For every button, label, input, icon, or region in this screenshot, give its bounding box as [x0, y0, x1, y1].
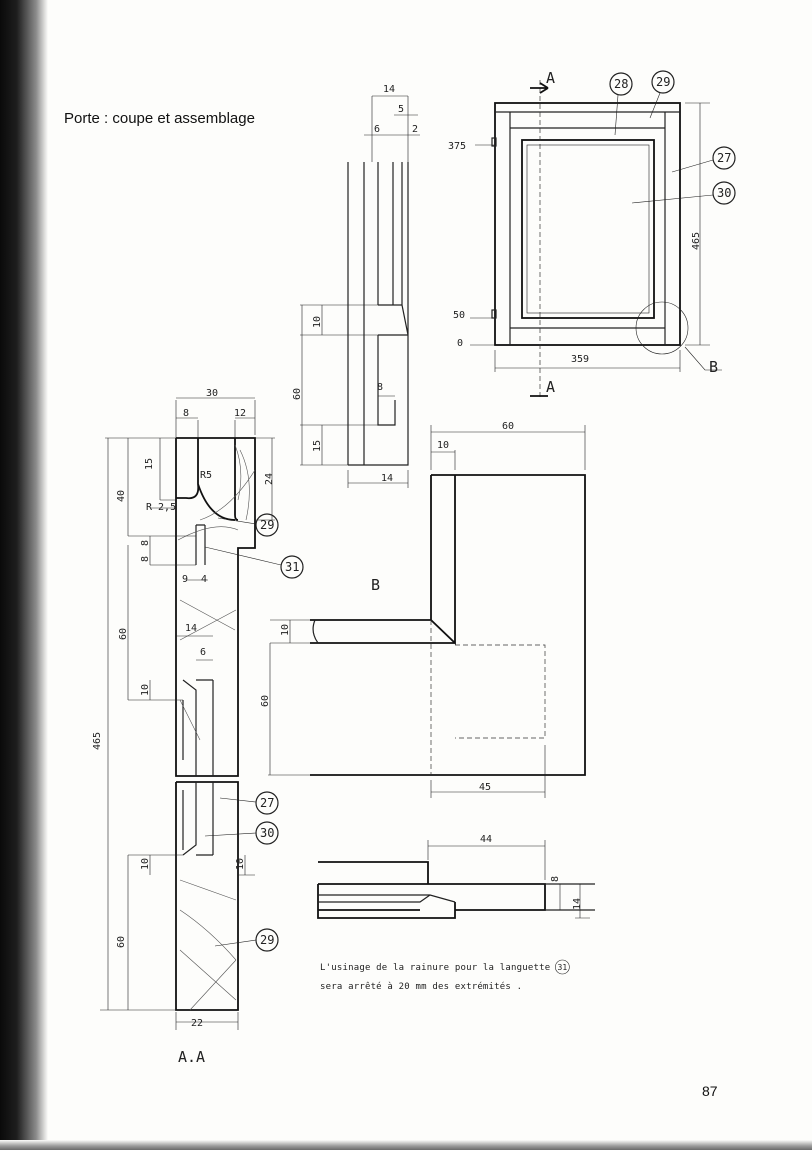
dim-label: 30 — [206, 388, 218, 399]
dim-label: 15 — [144, 458, 155, 470]
dim-label: 8 — [140, 556, 151, 562]
front-elevation: A A B 375 50 0 359 465 28 29 27 30 — [448, 69, 736, 400]
svg-text:28: 28 — [614, 77, 628, 91]
callout-30: 30 — [631, 181, 736, 205]
dim-label: 60 — [292, 388, 303, 400]
callout-31: 31 — [204, 546, 304, 579]
section-mark-a-bottom: A — [546, 378, 555, 396]
svg-text:29: 29 — [656, 75, 670, 89]
dim-label: 60 — [116, 936, 127, 948]
dim-label: 10 — [140, 684, 151, 696]
dim-label: 465 — [92, 732, 103, 750]
machining-note-line-1: L'usinage de la rainure pour la languett… — [320, 963, 550, 973]
dim-label: 60 — [502, 421, 514, 432]
dim-label: 2 — [412, 124, 418, 135]
dim-label: 6 — [374, 124, 380, 135]
note-callout-31: 31 — [555, 959, 570, 975]
svg-text:31: 31 — [558, 963, 568, 972]
scan-binding-shadow — [0, 0, 48, 1150]
dim-label: R 2,5 — [146, 502, 176, 513]
svg-text:27: 27 — [717, 151, 731, 165]
svg-text:30: 30 — [717, 186, 731, 200]
dim-label: 359 — [571, 354, 589, 365]
detail-label: B — [371, 576, 380, 594]
callout-29: 29 — [217, 513, 279, 537]
callout-30: 30 — [204, 821, 279, 845]
callout-29: 29 — [649, 70, 675, 119]
dim-label: 10 — [437, 440, 449, 451]
svg-text:30: 30 — [260, 826, 274, 840]
page-title: Porte : coupe et assemblage — [64, 110, 255, 127]
dim-label: 14 — [381, 473, 393, 484]
dim-label: 10 — [235, 858, 246, 870]
dim-label: 60 — [118, 628, 129, 640]
scan-bottom-edge — [0, 1140, 812, 1150]
dim-label: 22 — [191, 1018, 203, 1029]
callout-28: 28 — [609, 72, 633, 136]
dim-label: 8 — [140, 540, 151, 546]
callout-27: 27 — [219, 791, 279, 815]
dim-label: R5 — [200, 470, 212, 481]
section-label: A.A — [178, 1048, 205, 1066]
dim-label: 465 — [691, 232, 702, 250]
dim-label: 60 — [260, 695, 271, 707]
dim-label: 10 — [312, 316, 323, 328]
dim-label: 8 — [377, 382, 383, 393]
tongue-detail: 44 8 14 L'usinage de la rainure pour la … — [317, 834, 595, 992]
dim-label: 50 — [453, 310, 465, 321]
dim-label: 24 — [264, 473, 275, 485]
section-mark-a-top: A — [546, 69, 555, 87]
svg-text:31: 31 — [285, 560, 299, 574]
section-a-a: 30 8 12 15 R5 R 2,5 24 40 8 8 9 4 14 6 6… — [92, 388, 304, 1066]
machining-note-line-2: sera arrêté à 20 mm des extrémités . — [320, 981, 522, 992]
svg-text:27: 27 — [260, 796, 274, 810]
callout-29: 29 — [214, 928, 279, 952]
detail-mark-b: B — [709, 358, 718, 376]
dim-label: 40 — [116, 490, 127, 502]
dim-label: 44 — [480, 834, 492, 845]
dim-label: 10 — [140, 858, 151, 870]
dim-label: 375 — [448, 141, 466, 152]
dim-label: 14 — [383, 84, 395, 95]
dim-label: 14 — [185, 623, 197, 634]
dim-label: 8 — [550, 876, 561, 882]
dim-label: 6 — [200, 647, 206, 658]
dim-label: 12 — [234, 408, 246, 419]
dim-label: 0 — [457, 338, 463, 349]
page-number: 87 — [702, 1083, 718, 1099]
dim-label: 14 — [572, 898, 583, 910]
detail-b: B 60 10 10 60 45 — [260, 421, 586, 798]
callout-27: 27 — [671, 146, 736, 173]
dim-label: 8 — [183, 408, 189, 419]
svg-text:29: 29 — [260, 933, 274, 947]
dim-label: 4 — [201, 574, 207, 585]
profile-view: 14 5 6 2 10 60 8 15 14 — [292, 84, 420, 488]
svg-text:29: 29 — [260, 518, 274, 532]
dim-label: 10 — [280, 624, 291, 636]
dim-label: 5 — [398, 104, 404, 115]
dim-label: 9 — [182, 574, 188, 585]
dim-label: 15 — [312, 440, 323, 452]
dim-label: 45 — [479, 782, 491, 793]
